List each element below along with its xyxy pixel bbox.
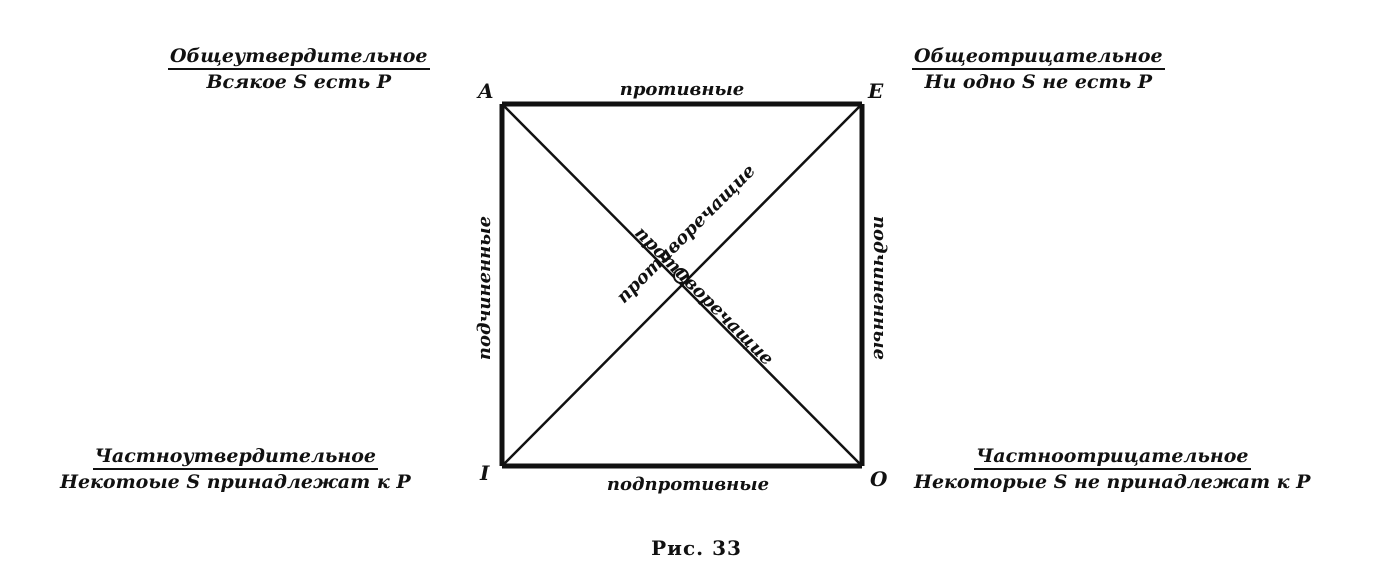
corner-o-text: Частноотрицательное Некоторые S не прина… bbox=[914, 444, 1310, 494]
corner-i-example: Некотоые S принадлежат к P bbox=[60, 471, 411, 493]
vertex-o: O bbox=[870, 467, 888, 491]
corner-a-example: Всякое S есть P bbox=[206, 71, 392, 93]
corner-e-title: Общеотрицательное bbox=[912, 44, 1165, 70]
label-bottom-subcontrary: подпротивные bbox=[607, 474, 769, 495]
label-right-subaltern: подчиненные bbox=[869, 216, 890, 360]
vertex-e: E bbox=[867, 79, 884, 103]
corner-a-title: Общеутвердительное bbox=[168, 44, 430, 70]
label-left-subaltern: подчиненные bbox=[474, 216, 495, 360]
corner-i-text: Частноутвердительное Некотоые S принадле… bbox=[60, 444, 411, 494]
corner-i-title: Частноутвердительное bbox=[92, 444, 379, 470]
diagonal-e-i bbox=[501, 103, 863, 467]
vertex-i: I bbox=[479, 461, 490, 485]
corner-o-title: Частноотрицательное bbox=[973, 444, 1251, 470]
vertex-a: A bbox=[476, 79, 494, 103]
figure-caption: Рис. 33 bbox=[651, 536, 742, 560]
corner-a-text: Общеутвердительное Всякое S есть P bbox=[168, 44, 430, 94]
label-top-contrary: противные bbox=[620, 79, 745, 100]
corner-e-text: Общеотрицательное Ни одно S не есть P bbox=[912, 44, 1165, 94]
label-diagonal-ae-lower: противоречащие bbox=[630, 223, 777, 370]
corner-o-example: Некоторые S не принадлежат к P bbox=[914, 471, 1311, 493]
center-point bbox=[673, 268, 689, 284]
corner-e-example: Ни одно S не есть P bbox=[924, 71, 1153, 93]
